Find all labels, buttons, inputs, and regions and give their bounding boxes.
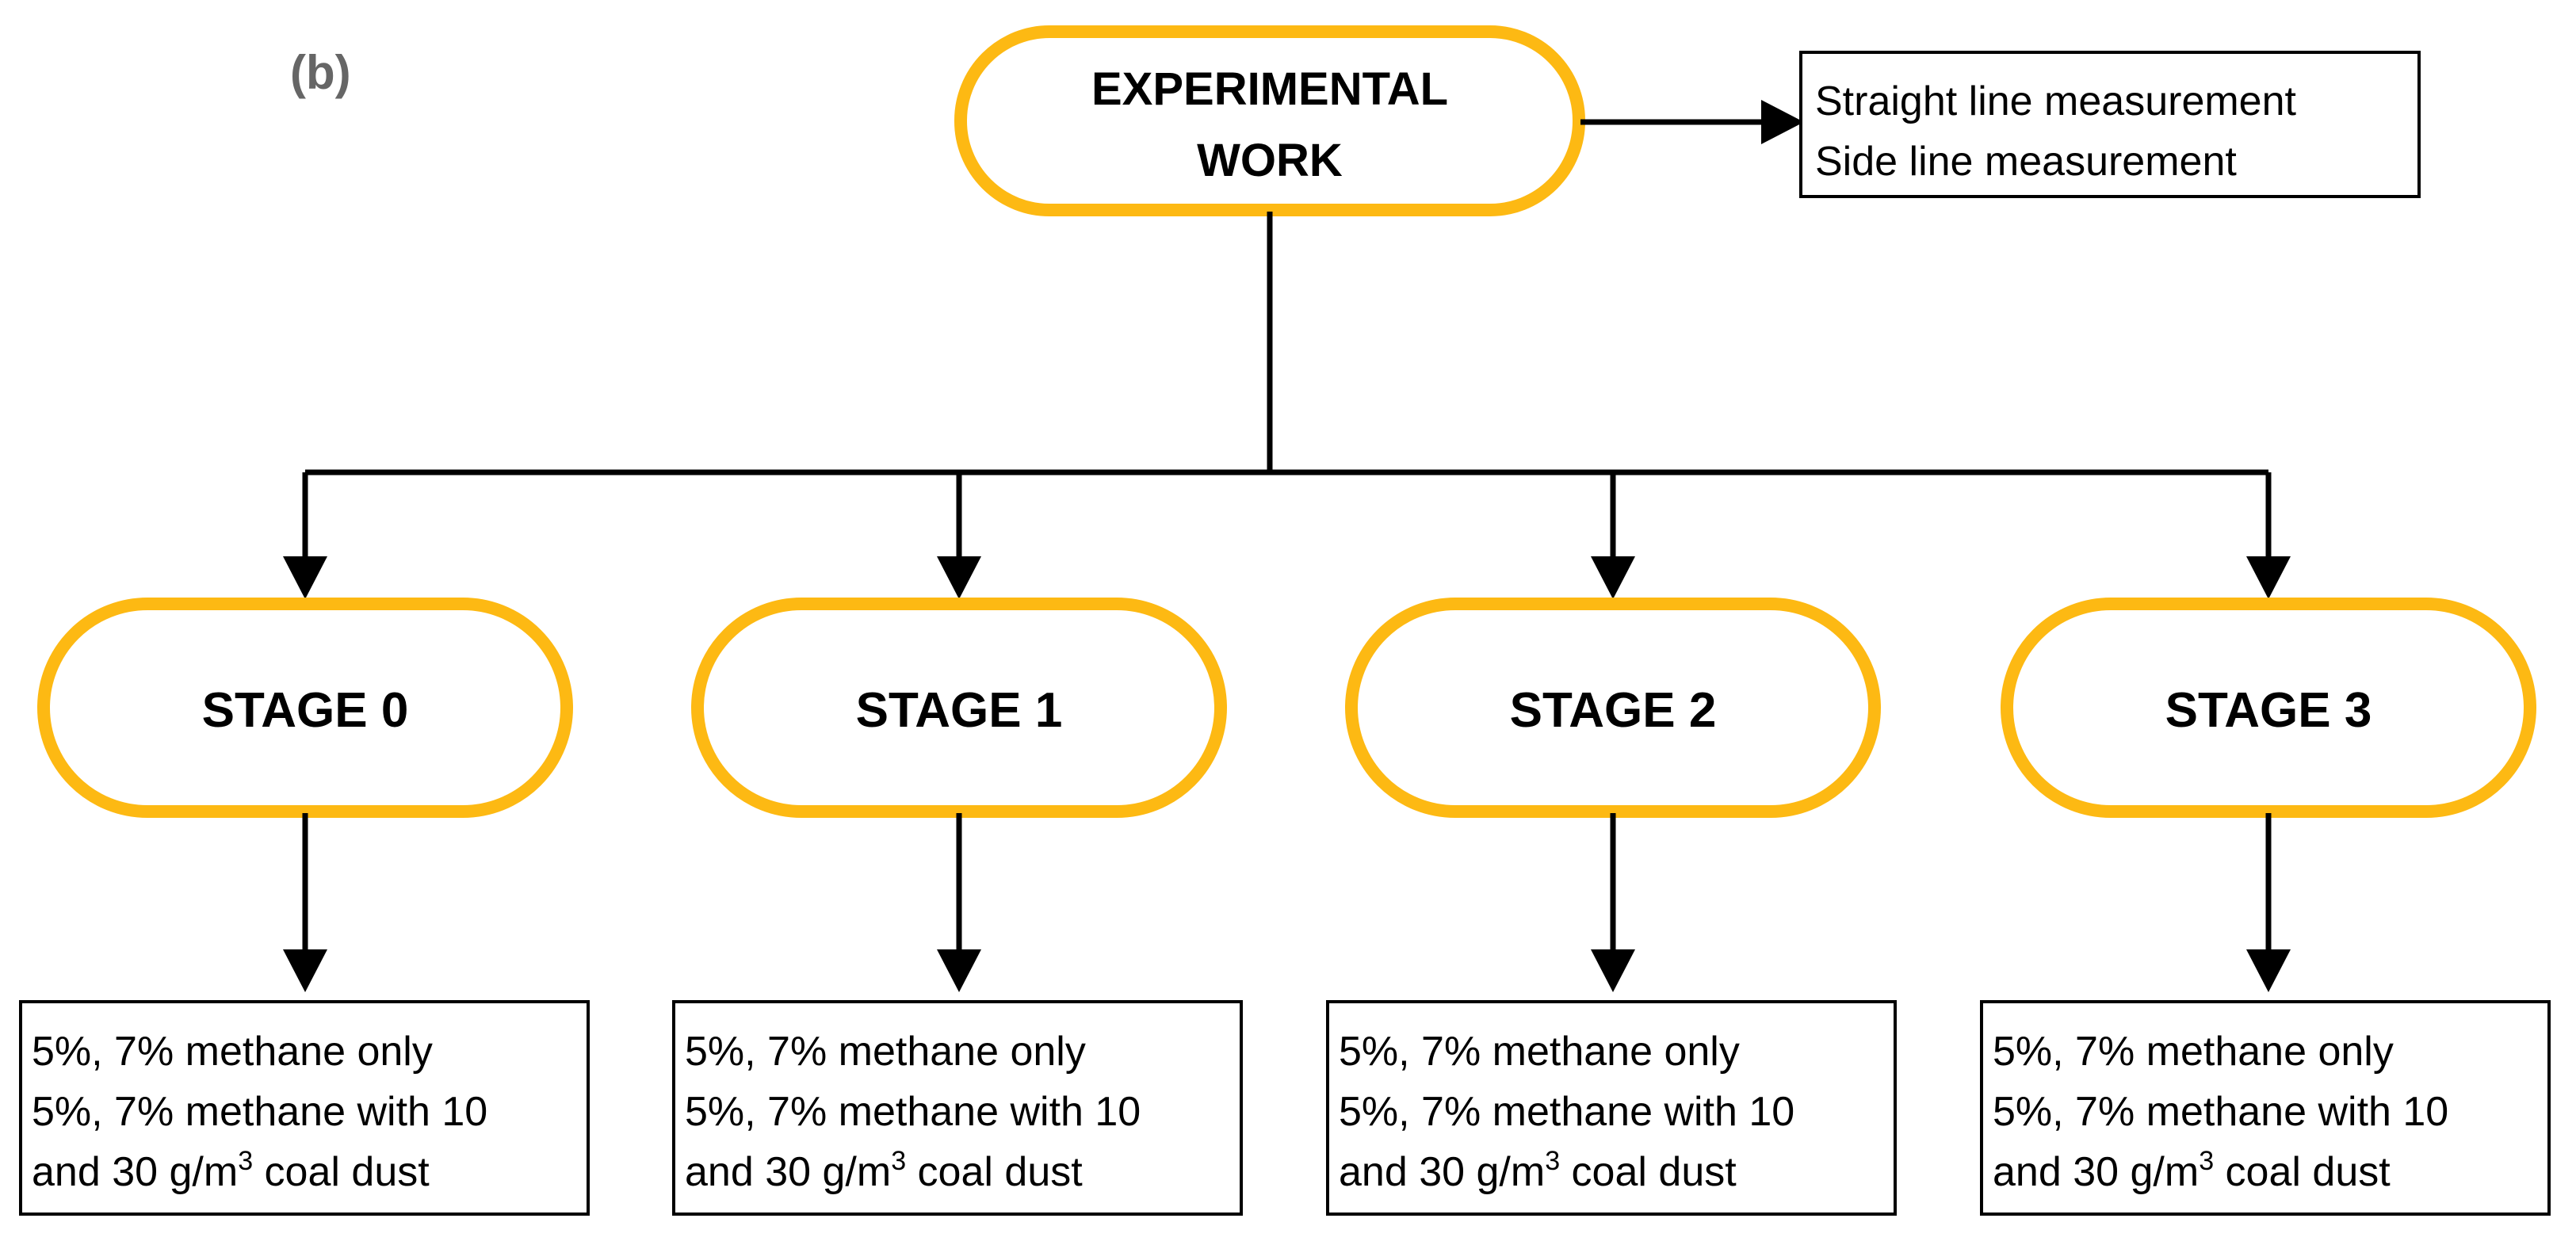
stage-3-condition-methane-with: 5%, 7% methane with 10 [1993,1089,2448,1135]
stage-0-coal-dust-pre: and 30 g/m [32,1149,238,1195]
stage-1-condition-methane-with: 5%, 7% methane with 10 [685,1089,1141,1135]
stage-2-coal-dust-post: coal dust [1560,1149,1737,1195]
stage-1-label: STAGE 1 [856,683,1063,738]
stage-2-pill [1345,598,1881,818]
stage-1-coal-dust-post: coal dust [906,1149,1083,1195]
stage-1-conditions-box [672,1000,1243,1216]
experimental-work-pill [954,25,1585,216]
stage-0-condition-coal-dust: and 30 g/m3 coal dust [32,1146,430,1195]
stage-0-coal-dust-sup: 3 [238,1146,253,1176]
stage-3-label: STAGE 3 [2165,683,2372,738]
stage-2-label: STAGE 2 [1510,683,1717,738]
experimental-work-node: EXPERIMENTAL WORK [954,25,1585,216]
stage-0-branch: STAGE 0 5%, 7% methane only 5%, 7% metha… [19,472,590,1216]
straight-line-measurement-label: Straight line measurement [1815,78,2297,124]
experimental-work-label-line2: WORK [1197,135,1343,186]
stage-0-coal-dust-post: coal dust [253,1149,430,1195]
stage-0-condition-methane-only: 5%, 7% methane only [32,1029,433,1075]
measurement-box: Straight line measurement Side line meas… [1799,51,2421,198]
stage-1-coal-dust-pre: and 30 g/m [685,1149,891,1195]
root-to-measurement-arrow [1580,100,1804,144]
stage-2-condition-methane-only: 5%, 7% methane only [1339,1029,1740,1075]
stage-connector-bus [305,212,2268,475]
stage-2-condition-methane-with: 5%, 7% methane with 10 [1339,1089,1794,1135]
experimental-work-label-line1: EXPERIMENTAL [1091,63,1448,115]
stage-3-coal-dust-pre: and 30 g/m [1993,1149,2199,1195]
stage-2-branch: STAGE 2 5%, 7% methane only 5%, 7% metha… [1326,472,1897,1216]
stage-1-pill [691,598,1227,818]
stage-1-condition-methane-only: 5%, 7% methane only [685,1029,1086,1075]
panel-label: (b) [290,46,351,99]
stage-3-condition-coal-dust: and 30 g/m3 coal dust [1993,1146,2391,1195]
stage-2-coal-dust-sup: 3 [1545,1146,1560,1176]
stage-3-pill [2001,598,2536,818]
stage-0-label: STAGE 0 [202,683,409,738]
stage-3-condition-methane-only: 5%, 7% methane only [1993,1029,2394,1075]
stage-0-pill [37,598,573,818]
stage-1-condition-coal-dust: and 30 g/m3 coal dust [685,1146,1083,1195]
stage-2-coal-dust-pre: and 30 g/m [1339,1149,1545,1195]
stage-3-conditions-box [1980,1000,2551,1216]
measurement-box-frame [1799,51,2421,198]
stage-2-condition-coal-dust: and 30 g/m3 coal dust [1339,1146,1737,1195]
stage-1-branch: STAGE 1 5%, 7% methane only 5%, 7% metha… [672,472,1243,1216]
stage-3-branch: STAGE 3 5%, 7% methane only 5%, 7% metha… [1980,472,2551,1216]
stage-1-coal-dust-sup: 3 [891,1146,906,1176]
stage-3-coal-dust-post: coal dust [2214,1149,2391,1195]
stage-0-conditions-box [19,1000,590,1216]
stage-0-condition-methane-with: 5%, 7% methane with 10 [32,1089,487,1135]
stage-3-coal-dust-sup: 3 [2199,1146,2214,1176]
side-line-measurement-label: Side line measurement [1815,139,2237,185]
stage-2-conditions-box [1326,1000,1897,1216]
